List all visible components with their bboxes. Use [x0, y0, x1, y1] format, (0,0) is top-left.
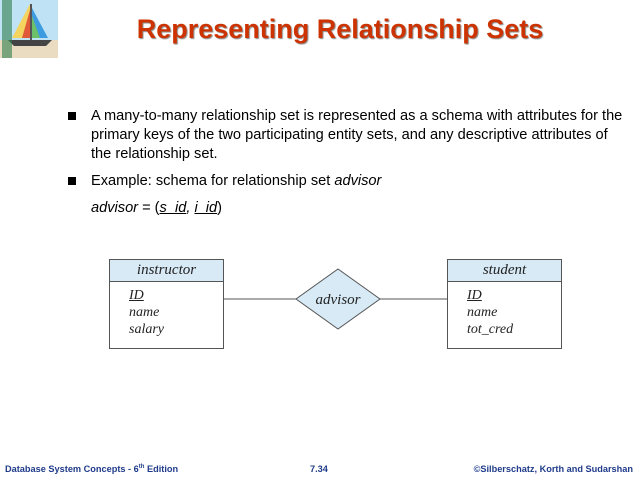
attribute: name [129, 305, 160, 320]
schema-line: advisor = (s_id, i_id) [66, 199, 626, 218]
entity-name: instructor [110, 260, 223, 282]
schema-attr-iid: i_id [194, 200, 218, 216]
er-diagram: advisor instructor ID name salary studen… [0, 250, 638, 360]
schema-equals: = ( [138, 200, 160, 216]
slide-footer: Database System Concepts - 6th Edition 7… [0, 460, 638, 478]
entity-attributes: ID name tot_cred [448, 282, 561, 338]
square-bullet-icon [68, 177, 76, 185]
footer-left-sup: th [138, 464, 145, 470]
relationship-label: advisor [316, 292, 361, 308]
slide-title: Representing Relationship Sets [136, 14, 544, 44]
bullet-item: Example: schema for relationship set adv… [66, 172, 626, 191]
footer-copyright: ©Silberschatz, Korth and Sudarshan [473, 464, 633, 474]
bullet-text-prefix: Example: schema for relationship set [91, 173, 335, 189]
er-connectors: advisor [222, 268, 447, 330]
square-bullet-icon [68, 112, 76, 120]
schema-close: ) [217, 200, 223, 216]
footer-book-title: Database System Concepts - 6th Edition [5, 464, 178, 474]
footer-left-text: Database System Concepts - 6 [5, 464, 139, 475]
entity-instructor: instructor ID name salary [109, 259, 224, 349]
attribute: name [467, 305, 498, 320]
entity-student: student ID name tot_cred [447, 259, 562, 349]
schema-name: advisor [91, 200, 139, 216]
footer-slide-number: 7.34 [310, 464, 328, 474]
bullet-text: A many-to-many relationship set is repre… [91, 108, 623, 162]
entity-name: student [448, 260, 561, 282]
sailboat-logo [0, 0, 58, 58]
schema-sep: , [186, 200, 195, 216]
bullet-list: A many-to-many relationship set is repre… [66, 107, 626, 218]
bullet-text-emph: advisor [334, 173, 382, 189]
footer-left-edition: Edition [144, 464, 179, 475]
schema-attr-sid: s_id [159, 200, 187, 216]
bullet-item: A many-to-many relationship set is repre… [66, 107, 626, 164]
attribute: tot_cred [467, 322, 514, 337]
attribute-primary-key: ID [129, 288, 144, 303]
entity-attributes: ID name salary [110, 282, 223, 338]
attribute: salary [129, 322, 164, 337]
relationship-diamond [295, 268, 381, 330]
attribute-primary-key: ID [467, 288, 482, 303]
